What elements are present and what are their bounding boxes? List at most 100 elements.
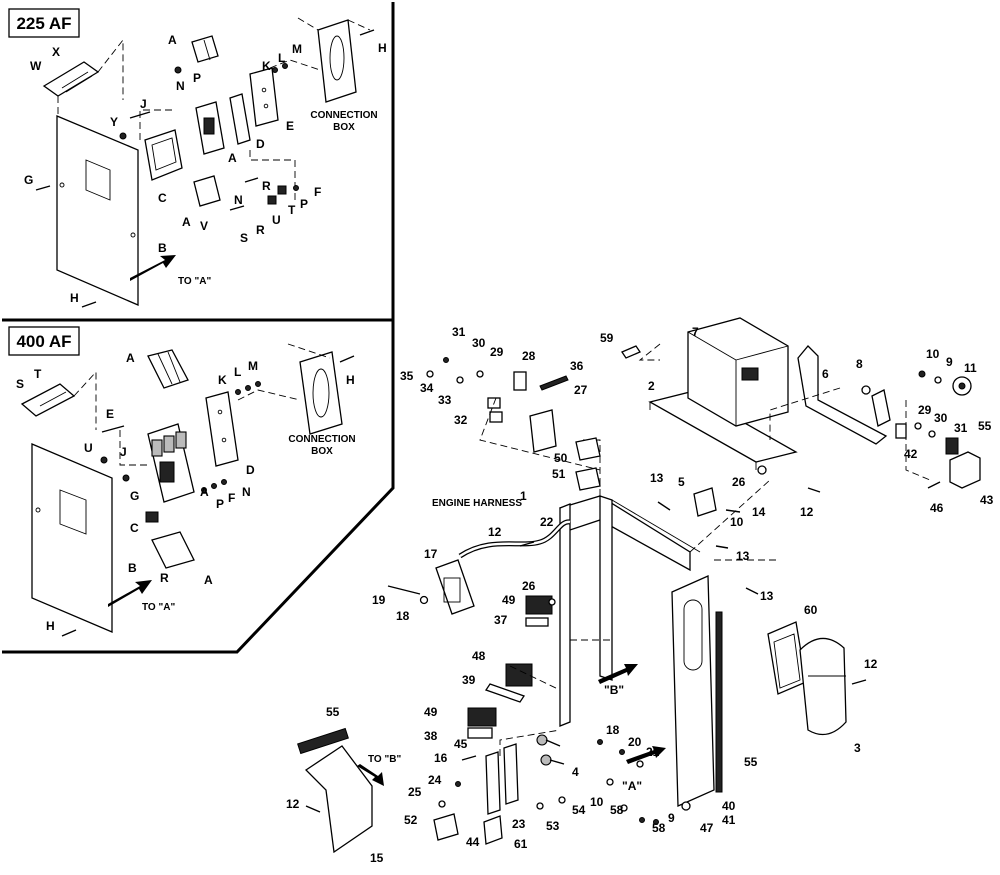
cover-window (85, 159, 111, 201)
callout-400-A-3: A (204, 573, 213, 587)
bracket-6 (797, 345, 888, 445)
panel-400-title: 400 AF (16, 332, 71, 351)
callout-P-2: P (300, 197, 308, 211)
callout-43: 43 (980, 493, 994, 507)
engine-harness-cable (458, 519, 571, 559)
callout-400-T: T (34, 367, 42, 381)
callout-35: 35 (400, 369, 414, 383)
part-52 (433, 813, 459, 841)
terminal-block-49b (467, 707, 497, 727)
callout-21: 21 (646, 745, 660, 759)
connection-box-400-label-2: BOX (311, 446, 333, 457)
callout-400-C: C (130, 521, 139, 535)
busbar-23b (503, 743, 519, 805)
main-labels: 31 30 29 35 34 33 28 36 27 32 59 7 2 8 1… (286, 325, 994, 865)
callout-B: B (158, 241, 167, 255)
callout-58a: 58 (610, 803, 624, 817)
callout-30: 30 (472, 336, 486, 350)
callout-26: 26 (732, 475, 746, 489)
callout-18: 18 (396, 609, 410, 623)
callout-X: X (52, 45, 60, 59)
base-plate-2 (648, 391, 798, 463)
callout-10c: 10 (590, 795, 604, 809)
callout-2: 2 (648, 379, 655, 393)
callout-400-F: F (228, 491, 235, 505)
callout-7: 7 (692, 325, 699, 339)
frame-c (144, 129, 183, 181)
callout-11: 11 (964, 361, 977, 375)
callout-1: 1 (520, 489, 527, 503)
terminal-shield-a-400-top (147, 349, 189, 389)
callout-31: 31 (452, 325, 466, 339)
callout-31b: 31 (954, 421, 968, 435)
callout-49b: 49 (424, 705, 438, 719)
callout-N: N (176, 79, 185, 93)
ref-b-label: "B" (604, 683, 624, 697)
cover-43 (949, 451, 981, 489)
callout-U: U (272, 213, 281, 227)
callout-39: 39 (462, 673, 476, 687)
callout-A-2: A (228, 151, 237, 165)
bracket-42 (871, 389, 891, 427)
callout-13: 13 (650, 471, 664, 485)
callout-4: 4 (572, 765, 579, 779)
callout-29b: 29 (918, 403, 932, 417)
callout-50: 50 (554, 451, 568, 465)
callout-R: R (262, 179, 271, 193)
callout-3: 3 (854, 741, 861, 755)
callout-400-U: U (84, 441, 93, 455)
strip-36 (539, 375, 569, 391)
callout-12a: 12 (800, 505, 814, 519)
callout-45: 45 (454, 737, 468, 751)
bracket-d-400 (205, 391, 239, 467)
callout-400-B: B (128, 561, 137, 575)
callout-A-3: A (182, 215, 191, 229)
to-b-label: TO "B" (368, 754, 401, 765)
callout-400-G: G (130, 489, 139, 503)
callout-32: 32 (454, 413, 468, 427)
main-assembly-artwork (297, 317, 981, 854)
callout-400-H-2: H (46, 619, 55, 633)
cover-plate-b-400 (31, 443, 113, 633)
callout-9b: 9 (668, 811, 675, 825)
callout-15: 15 (370, 851, 384, 865)
callout-28: 28 (522, 349, 536, 363)
callout-M: M (292, 42, 302, 56)
diodes-4 (536, 734, 565, 766)
relay-5 (693, 487, 717, 517)
shield-w (42, 61, 100, 97)
callout-H: H (378, 41, 387, 55)
callout-54: 54 (572, 803, 586, 817)
callout-53: 53 (546, 819, 560, 833)
inset-frames (2, 2, 395, 654)
callout-55a: 55 (978, 419, 992, 433)
connection-box-400 (299, 351, 343, 435)
ref-b-arrow (598, 664, 638, 684)
screws-225 (35, 29, 375, 308)
callout-46: 46 (930, 501, 944, 515)
callout-13c: 13 (760, 589, 774, 603)
callout-58b: 58 (652, 821, 666, 835)
side-panel-right (671, 575, 715, 807)
to-a-arrow-400 (108, 580, 152, 607)
ref-a-arrow (626, 746, 666, 764)
panel-1-side (559, 503, 571, 727)
bracket-27 (529, 409, 557, 453)
callout-R-2: R (256, 223, 265, 237)
callout-22: 22 (540, 515, 554, 529)
callout-55b: 55 (744, 755, 758, 769)
callout-G: G (24, 173, 33, 187)
connection-box-label-1: CONNECTION (310, 110, 377, 121)
callout-51: 51 (552, 467, 566, 481)
callout-47: 47 (700, 821, 714, 835)
panel-225-title-box (8, 8, 80, 38)
callout-12b: 12 (488, 525, 502, 539)
callout-26b: 26 (522, 579, 536, 593)
screws-400 (61, 355, 355, 637)
callout-33: 33 (438, 393, 452, 407)
callout-17: 17 (424, 547, 438, 561)
bracket-d (229, 93, 251, 145)
callout-J: J (140, 97, 147, 111)
callout-34: 34 (420, 381, 434, 395)
